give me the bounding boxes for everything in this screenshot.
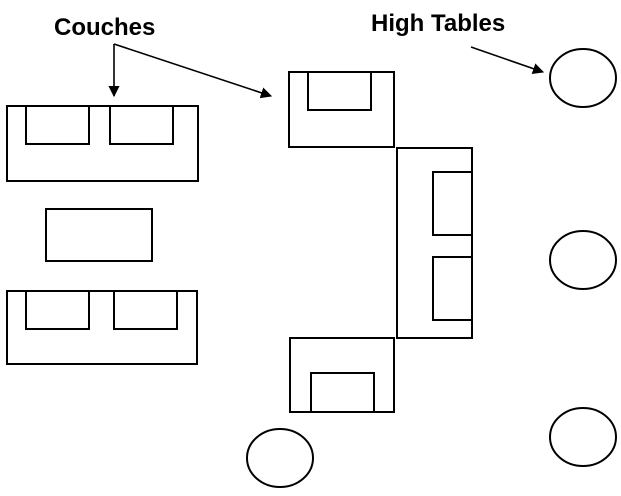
high-table-1 <box>549 48 617 108</box>
high-tables-arrow <box>470 46 545 74</box>
high-tables-label: High Tables <box>371 10 505 37</box>
armchair-bottom <box>289 337 395 413</box>
couch-bottom-left <box>6 290 198 365</box>
armchair-top <box>288 71 395 148</box>
couches-arrows <box>108 43 273 99</box>
couch-right <box>396 147 473 339</box>
couches-label: Couches <box>54 14 155 41</box>
high-table-2 <box>549 230 617 290</box>
coffee-table <box>45 208 153 262</box>
high-table-4 <box>246 428 314 488</box>
couch-top-left <box>6 105 199 182</box>
high-table-3 <box>549 407 617 467</box>
